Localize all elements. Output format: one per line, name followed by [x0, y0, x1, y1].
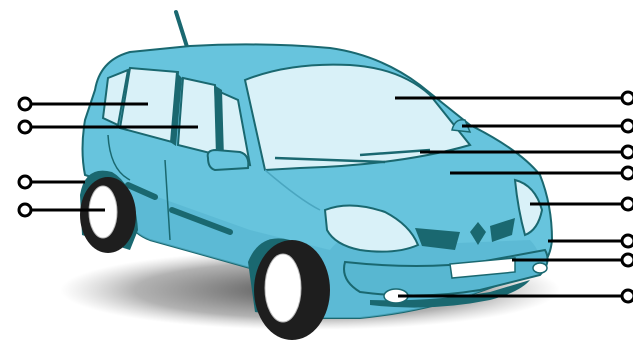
- antenna: [176, 12, 188, 50]
- callout-rear-bumper[interactable]: [19, 176, 85, 188]
- callout-side-mirror[interactable]: [462, 120, 633, 132]
- front-rim: [265, 254, 301, 322]
- rear-rim: [89, 186, 117, 238]
- fog-light-right: [533, 263, 547, 273]
- front-door-window: [178, 78, 218, 155]
- side-mirror-shape: [208, 150, 249, 170]
- callout-front-bumper[interactable]: [548, 235, 633, 247]
- windshield: [245, 65, 470, 170]
